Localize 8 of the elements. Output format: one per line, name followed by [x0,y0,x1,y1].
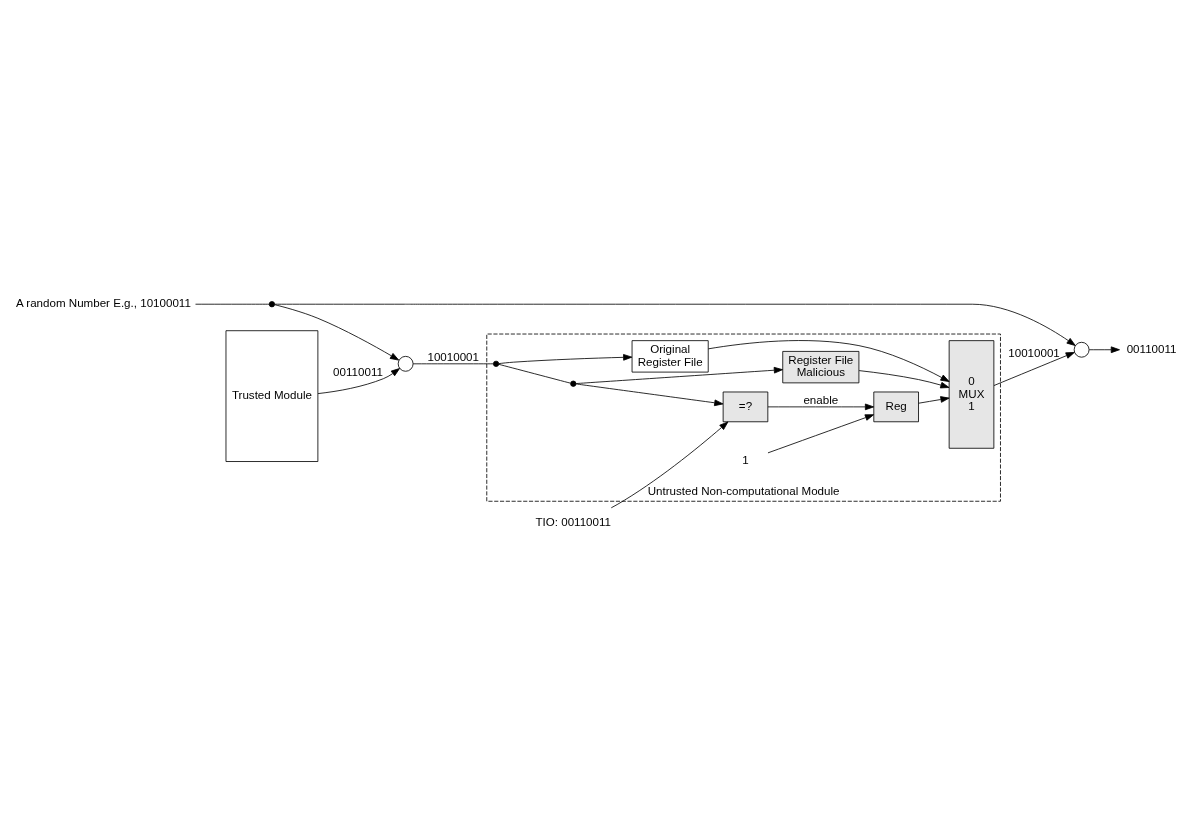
edge-label: enable [803,393,839,406]
edge-label: 10010001 [1008,346,1060,359]
node-text: A random Number E.g., 10100011 [16,296,191,309]
edge-label: 00110011 [333,365,383,378]
edge-label: 10010001 [427,350,479,363]
node-text: TIO: 00110011 [535,515,612,528]
node-text: 1 [742,453,749,466]
node-text: 00110011 [1126,342,1177,355]
